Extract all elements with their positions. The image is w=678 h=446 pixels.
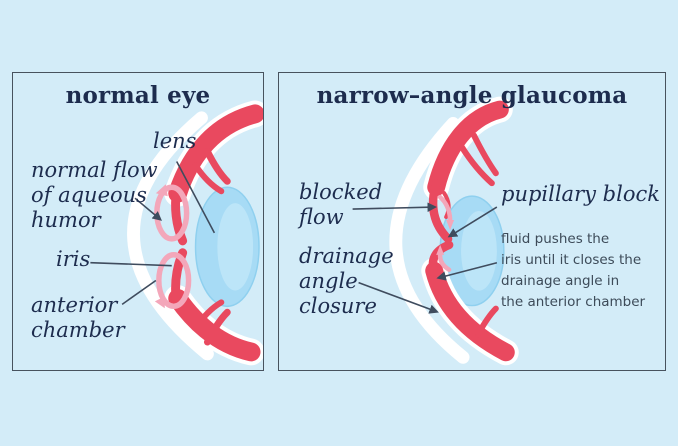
- sclera-top: [168, 104, 263, 203]
- ciliary-process-top: [471, 132, 499, 177]
- iris-bottom-bowed: [428, 240, 454, 277]
- sclera-top: [427, 100, 509, 197]
- label-iris: iris: [56, 247, 91, 271]
- label-anterior-chamber: anterior chamber: [31, 293, 125, 342]
- label-drainage-angle-closure: drainage angle closure: [299, 244, 394, 318]
- narrow-angle-glaucoma-panel: narrow–angle glaucoma blocked flow pupil…: [278, 72, 666, 371]
- blocked-flow-leader-arrow: [352, 202, 438, 213]
- blocked-flow-arrowhead-bottom: [436, 244, 445, 255]
- iris-top-bowed: [428, 178, 453, 244]
- ciliary-process-top-2: [192, 162, 225, 195]
- sclera-bottom: [425, 261, 515, 362]
- flow-loop-bottom: [156, 252, 192, 310]
- blocked-flow-arrowhead-top: [446, 220, 455, 230]
- label-lens: lens: [153, 129, 197, 153]
- drainage-closure-leader-arrow: [358, 281, 439, 314]
- cornea-arc: [127, 111, 214, 361]
- iris-leader-line: [90, 261, 172, 267]
- normal-flow-arrow: [134, 197, 163, 221]
- narrow-angle-glaucoma-illustration: [352, 96, 519, 366]
- label-normal-flow: normal flow of aqueous humor: [31, 158, 158, 232]
- pupillary-block-leader-arrow: [447, 206, 498, 238]
- blocked-flow-arrow-top: [437, 194, 453, 222]
- label-pupillary-block: pupillary block: [501, 182, 660, 206]
- blocked-flow-arrow-bottom: [437, 251, 452, 272]
- ciliary-process-top: [203, 148, 231, 185]
- panel-title: narrow–angle glaucoma: [316, 82, 628, 109]
- fluid-pushes-note: fluid pushes the iris until it closes th…: [501, 231, 646, 310]
- lens-highlight: [461, 211, 497, 291]
- label-blocked-flow: blocked flow: [299, 180, 383, 229]
- lens-leader-line: [175, 161, 216, 234]
- ciliary-process-bottom-2: [192, 299, 225, 332]
- fluid-note-leader-arrow: [436, 262, 498, 281]
- cornea-arc: [389, 117, 470, 364]
- panel-title: normal eye: [65, 82, 211, 109]
- ciliary-process-bottom: [474, 305, 499, 338]
- flow-arrowhead-top: [155, 184, 168, 197]
- ciliary-process-bottom: [203, 308, 231, 346]
- ciliary-process-top-2: [459, 144, 495, 187]
- anterior-chamber-leader-line: [121, 279, 157, 305]
- flow-arrowhead-bottom: [154, 296, 165, 309]
- lens-highlight: [217, 203, 254, 291]
- normal-eye-panel: normal eye lens normal flow of aqueous h…: [12, 72, 264, 371]
- normal-eye-illustration: [90, 100, 263, 366]
